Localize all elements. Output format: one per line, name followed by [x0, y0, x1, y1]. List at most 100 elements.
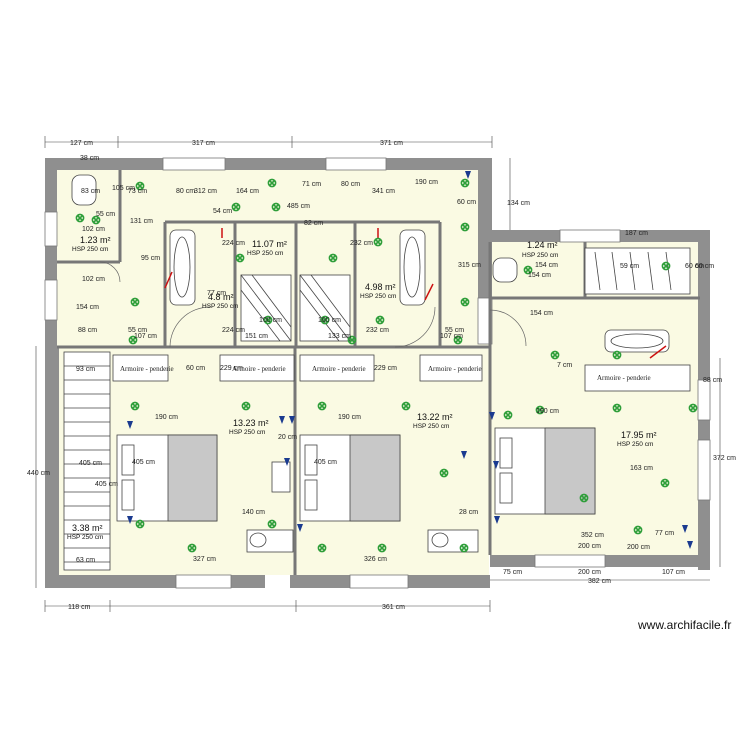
room-hsp-6: HSP 250 cm: [229, 429, 265, 436]
dim-r-1: 134 cm: [507, 200, 530, 207]
dim-r-7: 60 cm: [695, 263, 714, 270]
light-point-icon[interactable]: [460, 297, 470, 307]
room-area-4: 4.98 m²: [365, 282, 396, 292]
light-point-icon[interactable]: [373, 237, 383, 247]
light-point-icon[interactable]: [187, 543, 197, 553]
dim-mid-19: 93 cm: [76, 366, 95, 373]
dimension-labels: 127 cm 317 cm 371 cm 38 cm 73 cm 80 cm 3…: [27, 140, 736, 611]
light-point-icon[interactable]: [130, 401, 140, 411]
room-area-8: 17.95 m²: [621, 430, 657, 440]
light-point-icon[interactable]: [267, 178, 277, 188]
dim-top-3: 371 cm: [380, 140, 403, 147]
dimension-lines: [35, 136, 721, 612]
light-points[interactable]: [75, 178, 698, 553]
light-point-icon[interactable]: [135, 181, 145, 191]
dim-r-5: 154 cm: [530, 310, 553, 317]
dim-r-12: 75 cm: [503, 569, 522, 576]
showers: [240, 247, 691, 342]
switch-icon: [494, 516, 500, 524]
dim-j: 83 cm: [81, 188, 100, 195]
room-hsp-8: HSP 250 cm: [617, 441, 653, 448]
desks: [246, 461, 479, 553]
light-point-icon[interactable]: [135, 519, 145, 529]
dim-v-6: 315 cm: [458, 262, 481, 269]
room-area-2: 11.07 m²: [252, 239, 287, 249]
switch-icon: [289, 416, 295, 424]
dim-bottom-1: 118 cm: [68, 604, 91, 611]
light-point-icon[interactable]: [128, 335, 138, 345]
dim-v-12: 60 cm: [685, 263, 704, 270]
light-point-icon[interactable]: [453, 335, 463, 345]
dim-v-3: 55 cm: [96, 211, 115, 218]
dim-mid-22: 20 cm: [278, 434, 297, 441]
light-point-icon[interactable]: [263, 315, 273, 325]
light-point-icon[interactable]: [523, 265, 533, 275]
dim-mid-16: 140 cm: [242, 509, 265, 516]
window-right-top: [559, 229, 621, 243]
window-top-left: [162, 157, 226, 171]
light-point-icon[interactable]: [241, 401, 251, 411]
light-point-icon[interactable]: [320, 315, 330, 325]
dim-mid-9: 232 cm: [366, 327, 389, 334]
light-point-icon[interactable]: [688, 403, 698, 413]
dim-r-6: 59 cm: [620, 263, 639, 270]
switch-icon: [127, 421, 133, 429]
interior-walls: [57, 170, 700, 575]
light-point-icon[interactable]: [347, 335, 357, 345]
light-point-icon[interactable]: [377, 543, 387, 553]
light-point-icon[interactable]: [612, 350, 622, 360]
wall-left-lower: [45, 346, 59, 588]
light-point-icon[interactable]: [401, 401, 411, 411]
dim-r-19: 88 cm: [703, 377, 722, 384]
wardrobe-label-4: Armoire - penderie: [428, 365, 482, 373]
light-point-icon[interactable]: [460, 178, 470, 188]
light-point-icon[interactable]: [579, 493, 589, 503]
switch-icon: [127, 516, 133, 524]
light-point-icon[interactable]: [130, 297, 140, 307]
dim-mid-13: 229 cm: [374, 365, 397, 372]
switch-icon: [465, 171, 471, 179]
dim-r-11: 77 cm: [655, 530, 674, 537]
window-left-top: [44, 211, 58, 247]
light-point-icon[interactable]: [235, 253, 245, 263]
dim-v-13: 7 cm: [557, 362, 572, 369]
light-point-icon[interactable]: [267, 519, 277, 529]
light-point-icon[interactable]: [231, 202, 241, 212]
light-point-icon[interactable]: [535, 405, 545, 415]
dim-e: 164 cm: [236, 188, 259, 195]
light-point-icon[interactable]: [612, 403, 622, 413]
dim-mid-1: 77 cm: [207, 290, 226, 297]
light-point-icon[interactable]: [317, 401, 327, 411]
light-point-icon[interactable]: [317, 543, 327, 553]
dim-mid-10: 55 cm: [445, 327, 464, 334]
dim-h: 341 cm: [372, 188, 395, 195]
dim-left-3: 102 cm: [82, 226, 105, 233]
light-point-icon[interactable]: [328, 253, 338, 263]
dim-r-9: 200 cm: [578, 543, 601, 550]
light-point-icon[interactable]: [550, 350, 560, 360]
light-point-icon[interactable]: [633, 525, 643, 535]
window-top-right: [325, 157, 387, 171]
light-point-icon[interactable]: [503, 410, 513, 420]
light-point-icon[interactable]: [271, 202, 281, 212]
dim-a: 38 cm: [80, 155, 99, 162]
dim-mid-20: 63 cm: [76, 557, 95, 564]
light-point-icon[interactable]: [91, 215, 101, 225]
room-area-6: 13.23 m²: [233, 418, 269, 428]
light-point-icon[interactable]: [460, 222, 470, 232]
light-point-icon[interactable]: [75, 213, 85, 223]
dim-bottom-2: 361 cm: [382, 604, 405, 611]
light-point-icon[interactable]: [660, 478, 670, 488]
switch-icon: [682, 525, 688, 533]
light-point-icon[interactable]: [661, 261, 671, 271]
dim-v-1: 131 cm: [130, 218, 153, 225]
light-point-icon[interactable]: [375, 315, 385, 325]
dim-r-3: 154 cm: [535, 262, 558, 269]
light-point-icon[interactable]: [459, 543, 469, 553]
furniture-labels: Armoire - penderie Armoire - penderie Ar…: [120, 365, 651, 382]
dim-r-17: 190 cm: [536, 408, 559, 415]
dim-mid-7: 151 cm: [245, 333, 268, 340]
switches: [127, 171, 693, 549]
light-point-icon[interactable]: [439, 468, 449, 478]
dim-mid-12: 229 cm: [220, 365, 243, 372]
